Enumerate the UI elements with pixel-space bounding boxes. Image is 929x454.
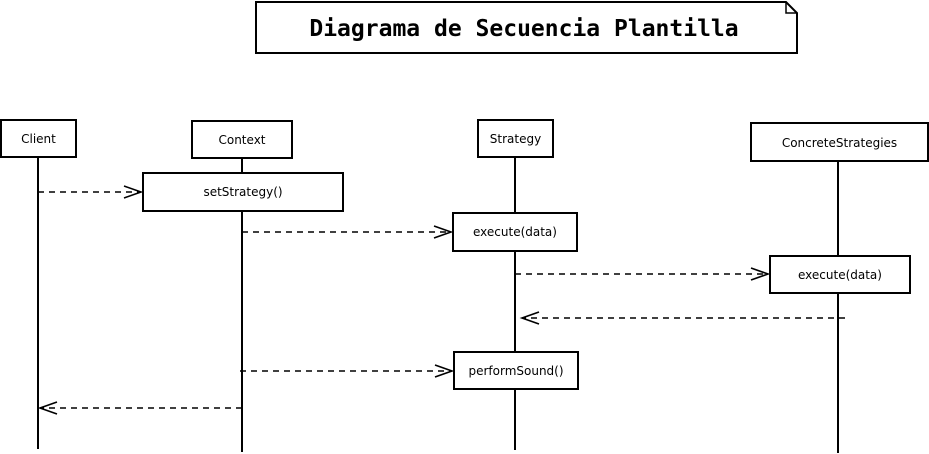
message-strategy-to-concrete bbox=[515, 267, 771, 281]
message-concrete-return-to-strategy bbox=[519, 311, 845, 325]
activation-strategy-execute-label: execute(data) bbox=[473, 225, 557, 239]
title-note: Diagrama de Secuencia Plantilla bbox=[255, 1, 798, 54]
participant-concrete-strategies: ConcreteStrategies bbox=[750, 122, 929, 162]
activation-set-strategy-label: setStrategy() bbox=[203, 185, 282, 199]
activation-perform-sound-label: performSound() bbox=[468, 364, 563, 378]
activation-perform-sound: performSound() bbox=[453, 351, 579, 390]
participant-client: Client bbox=[0, 119, 77, 158]
activation-set-strategy: setStrategy() bbox=[142, 172, 344, 212]
message-client-to-context bbox=[38, 185, 144, 199]
participant-strategy-label: Strategy bbox=[490, 132, 541, 146]
message-context-return-to-client bbox=[37, 401, 242, 415]
participant-strategy: Strategy bbox=[477, 119, 554, 158]
message-context-to-strategy bbox=[242, 225, 454, 239]
diagram-title: Diagrama de Secuencia Plantilla bbox=[309, 16, 738, 42]
participant-context-label: Context bbox=[218, 133, 265, 147]
participant-client-label: Client bbox=[21, 132, 56, 146]
activation-concrete-execute: execute(data) bbox=[769, 255, 911, 294]
participant-context: Context bbox=[191, 120, 293, 159]
activation-strategy-execute: execute(data) bbox=[452, 212, 578, 252]
activation-concrete-execute-label: execute(data) bbox=[798, 268, 882, 282]
message-context-to-perform-sound bbox=[240, 364, 455, 378]
participant-concrete-strategies-label: ConcreteStrategies bbox=[782, 136, 897, 150]
